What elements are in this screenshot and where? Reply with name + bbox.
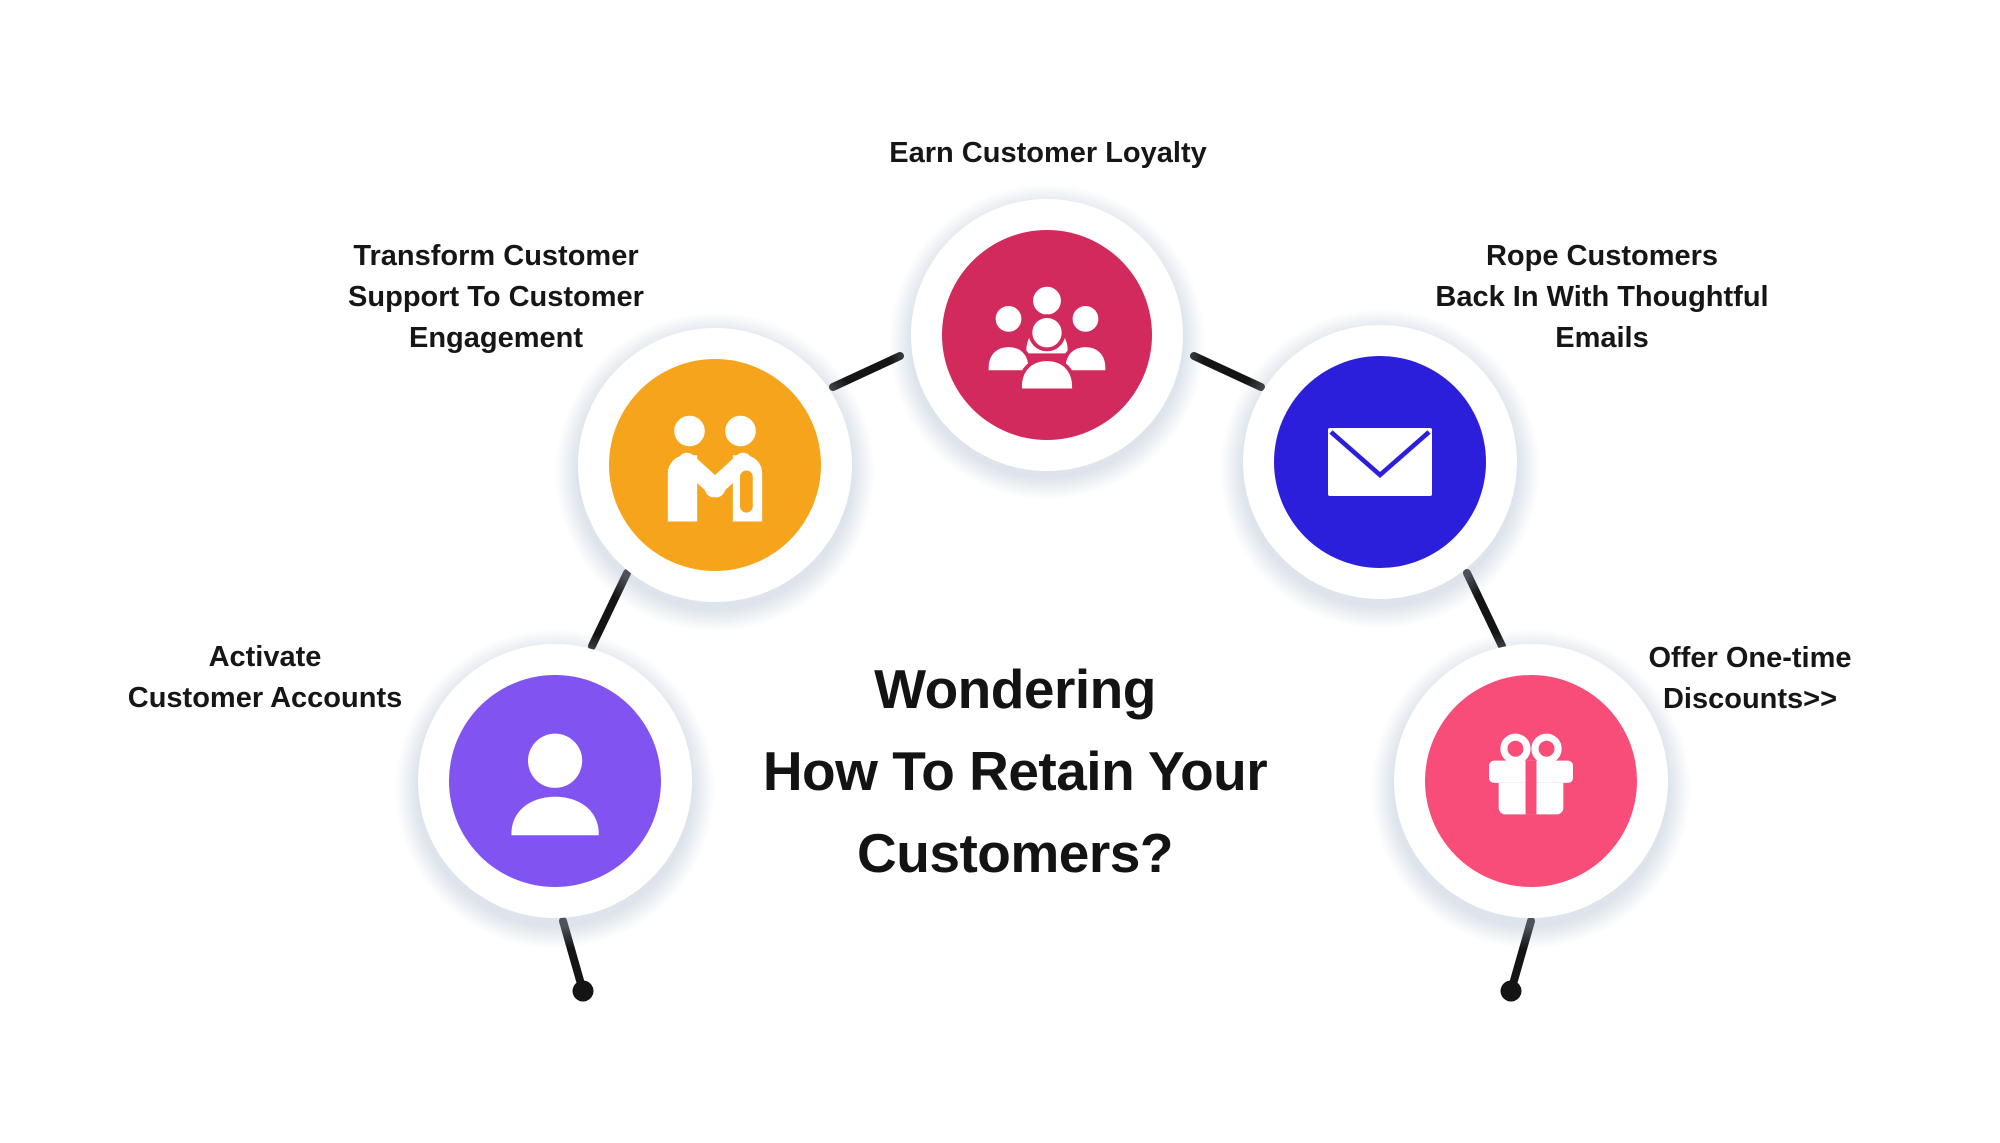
handshake-icon xyxy=(667,415,763,522)
envelope-icon xyxy=(1328,428,1432,496)
node-label-onetime-discounts: Offer One-time Discounts>> xyxy=(1648,642,1852,715)
page-title: Wondering How To Retain Your Customers? xyxy=(762,658,1268,884)
node-earn-loyalty xyxy=(889,184,1205,500)
node-transform-support xyxy=(555,312,875,632)
node-disc xyxy=(609,359,821,571)
node-thoughtful-emails xyxy=(1220,309,1540,629)
node-activate-accounts xyxy=(395,629,715,949)
users-icon xyxy=(984,282,1110,393)
node-onetime-discounts xyxy=(1371,629,1691,949)
left-end-dot xyxy=(572,980,594,1002)
node-label-transform-support: Transform Customer Support To Customer E… xyxy=(348,240,644,354)
gift-icon xyxy=(1489,733,1573,815)
node-label-thoughtful-emails: Rope Customers Back In With Thoughtful E… xyxy=(1435,240,1769,354)
user-icon xyxy=(511,733,599,836)
right-end-dot xyxy=(1500,980,1522,1002)
node-label-activate-accounts: Activate Customer Accounts xyxy=(127,641,403,714)
node-label-earn-loyalty: Earn Customer Loyalty xyxy=(889,137,1207,169)
